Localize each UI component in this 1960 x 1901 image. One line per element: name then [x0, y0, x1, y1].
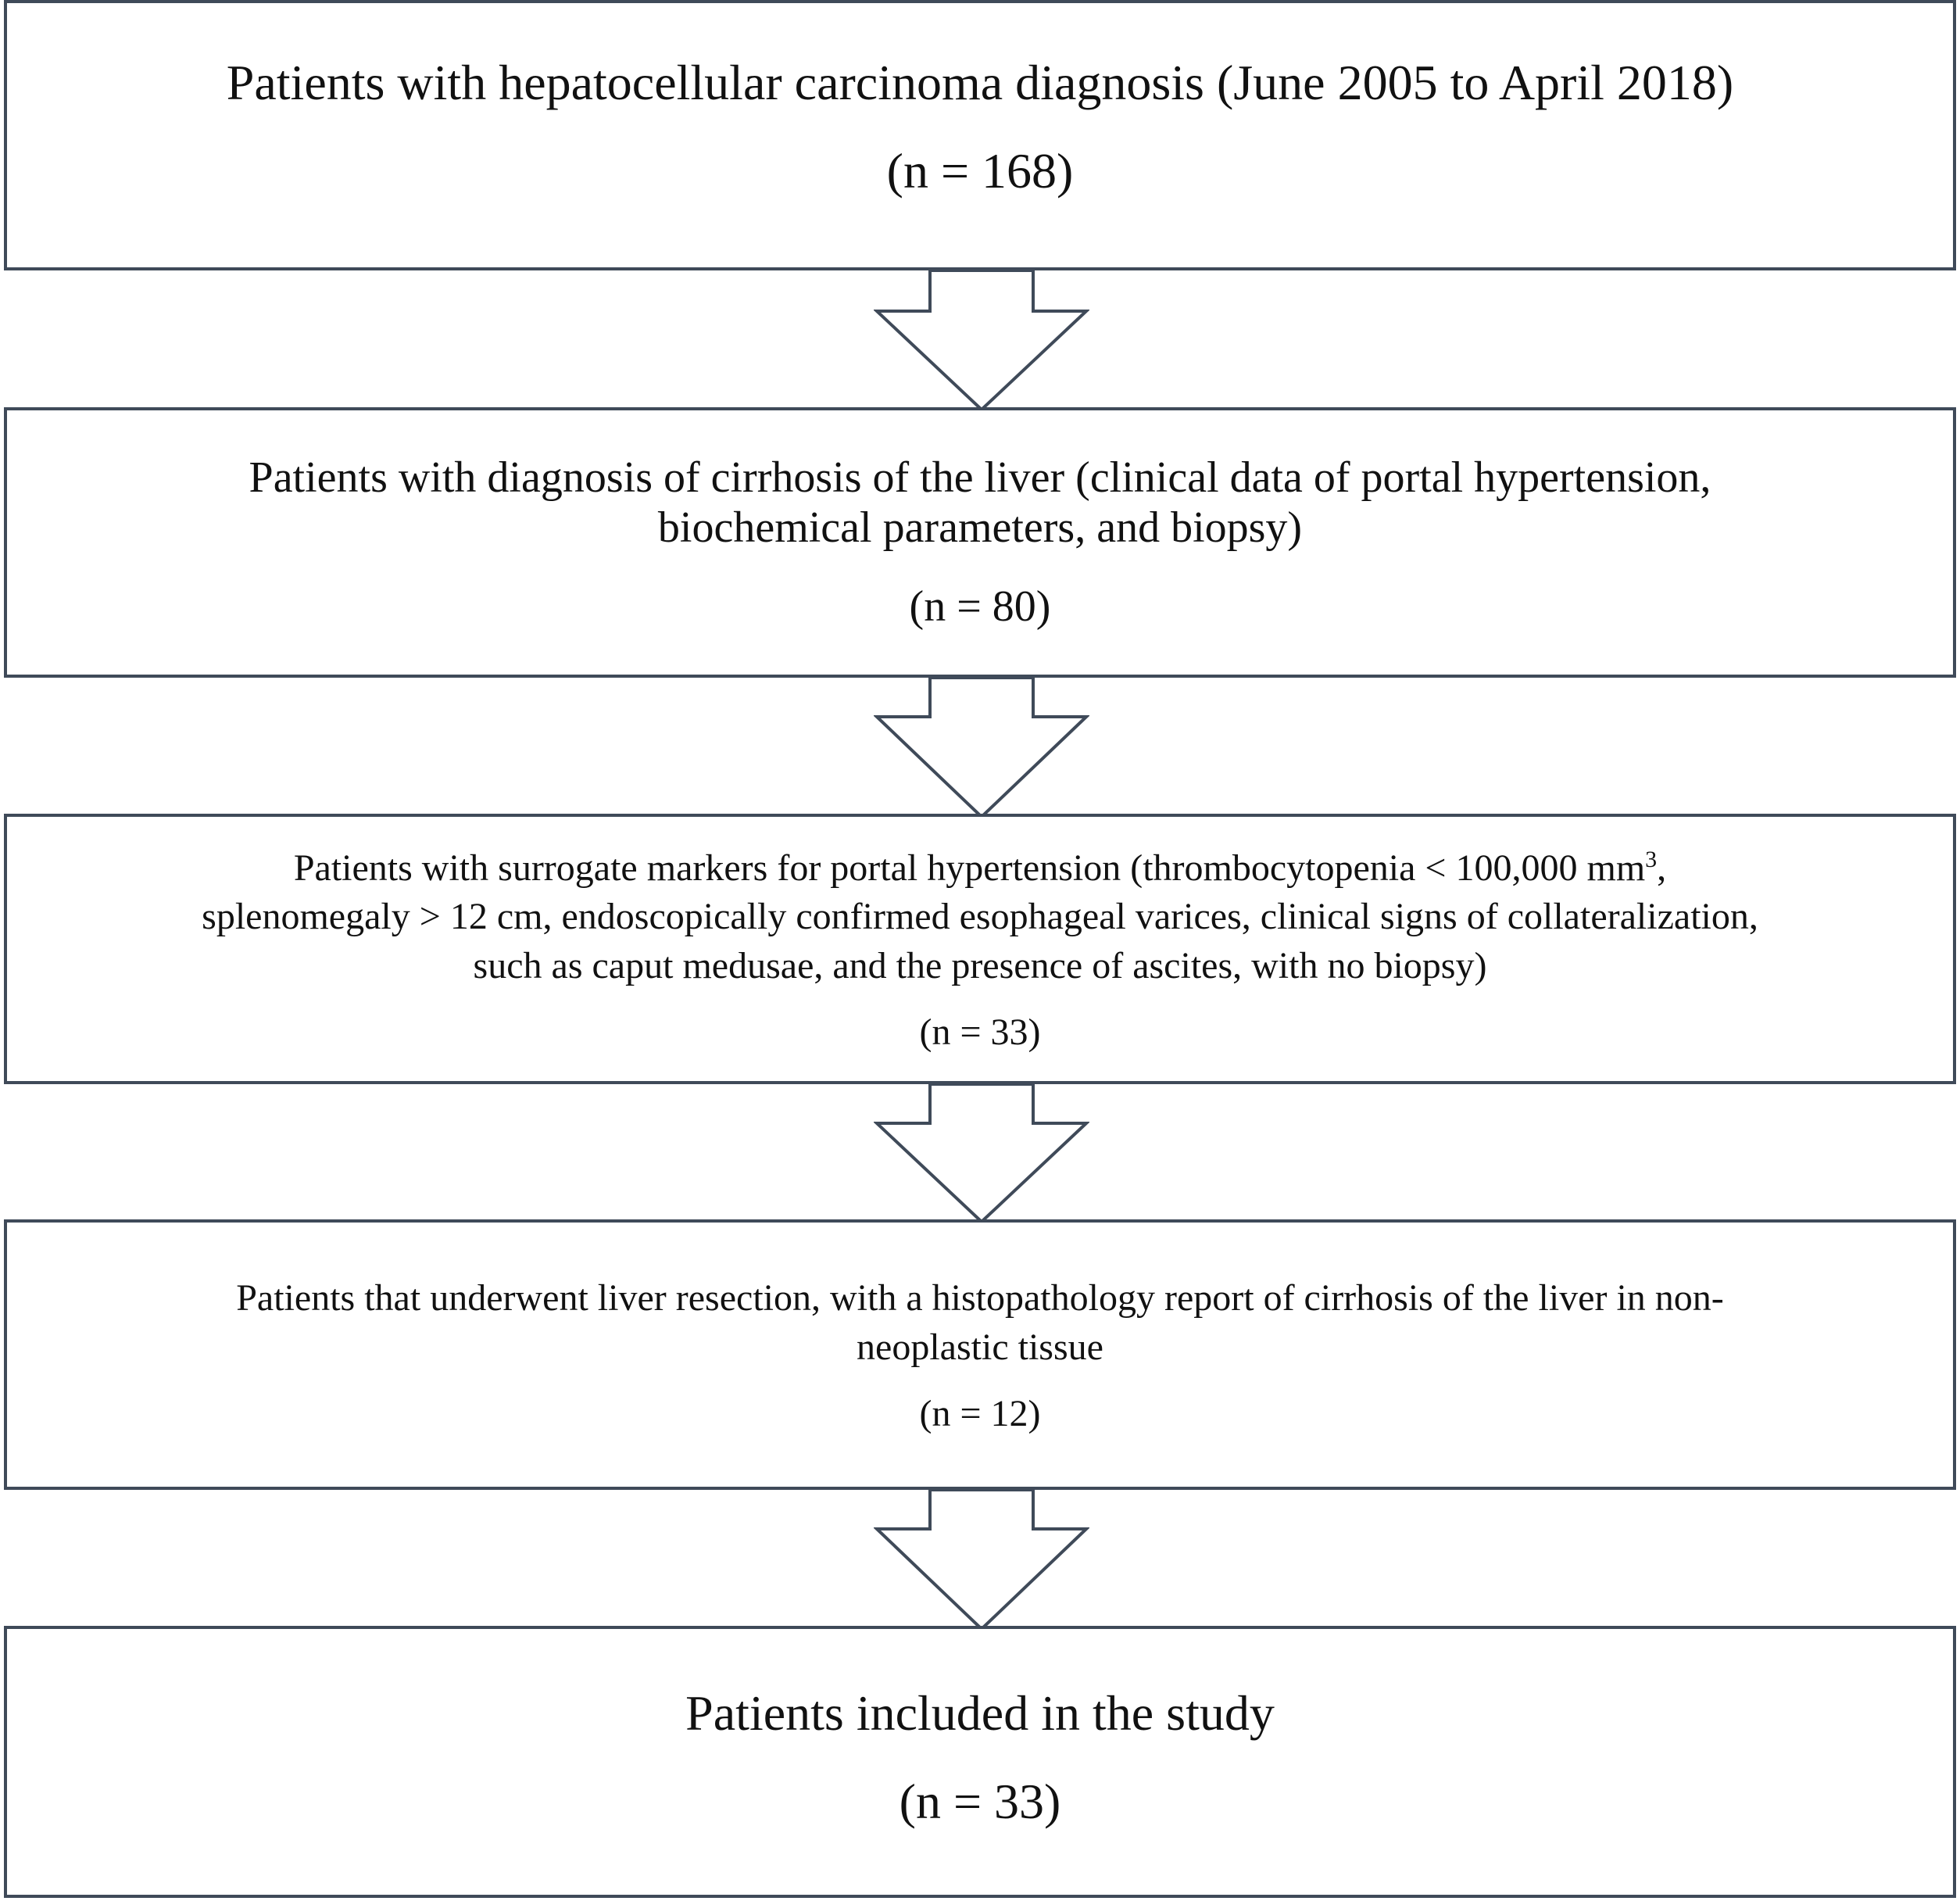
- flow-step-4-text-line1: Patients that underwent liver resection,…: [236, 1277, 1724, 1319]
- flow-step-2-text-line2: biochemical parameters, and biopsy): [657, 503, 1303, 552]
- flow-step-3-text-line1-end: ,: [1657, 847, 1667, 889]
- flow-step-5-box: Patients included in the study (n = 33): [4, 1626, 1956, 1898]
- flow-step-5-count: (n = 33): [899, 1773, 1061, 1829]
- flow-step-1-box: Patients with hepatocellular carcinoma d…: [4, 0, 1956, 270]
- flow-step-4-count: (n = 12): [919, 1392, 1041, 1434]
- flow-step-3-text-line1-main: Patients with surrogate markers for port…: [293, 847, 1646, 889]
- flow-step-3-text-line1: Patients with surrogate markers for port…: [294, 844, 1666, 893]
- down-arrow-icon: [874, 1084, 1089, 1224]
- flow-step-2-box: Patients with diagnosis of cirrhosis of …: [4, 407, 1956, 678]
- flow-step-3-superscript: 3: [1645, 846, 1658, 872]
- flow-step-3-text-line2: splenomegaly > 12 cm, endoscopically con…: [202, 896, 1758, 938]
- flow-step-1-count: (n = 168): [886, 142, 1074, 199]
- down-arrow-icon: [874, 1490, 1089, 1631]
- flow-step-4-text-line2: neoplastic tissue: [857, 1326, 1103, 1368]
- down-arrow-icon: [874, 270, 1089, 412]
- down-arrow-icon: [874, 678, 1089, 819]
- flow-step-1-text: Patients with hepatocellular carcinoma d…: [226, 55, 1734, 111]
- flow-step-4-box: Patients that underwent liver resection,…: [4, 1219, 1956, 1490]
- flow-step-2-count: (n = 80): [909, 582, 1051, 631]
- flow-step-3-count: (n = 33): [919, 1011, 1041, 1054]
- flow-step-2-text-line1: Patients with diagnosis of cirrhosis of …: [249, 453, 1711, 503]
- flow-step-5-text: Patients included in the study: [685, 1685, 1275, 1742]
- flow-step-3-text-line3: such as caput medusae, and the presence …: [473, 944, 1487, 986]
- flow-step-3-box: Patients with surrogate markers for port…: [4, 814, 1956, 1084]
